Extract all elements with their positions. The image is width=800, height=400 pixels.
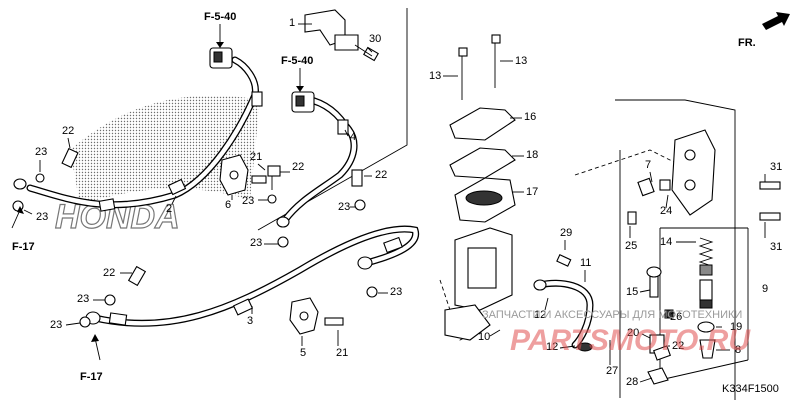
callout-28: 28 [626,376,638,388]
leader-line [665,315,669,319]
callouts: 1301313161817291110121272425313114915261… [12,11,782,388]
callout-21: 21 [336,347,348,359]
leader-line [23,209,33,215]
leader-line [641,333,651,339]
callout-6: 6 [225,199,231,211]
callout-16: 16 [524,111,536,123]
callout-22: 22 [292,161,304,173]
reference-f-5-40: F-5-40 [281,55,313,67]
cylinder-body [627,129,781,225]
clamp-5 [289,297,344,335]
leader-line [544,297,549,311]
brake-hose-3 [85,225,420,327]
callout-31: 31 [770,241,782,253]
callout-5: 5 [300,347,306,359]
callout-18: 18 [526,149,538,161]
reference-f-17: F-17 [80,371,103,383]
reservoir-hose-11 [533,254,594,352]
callout-22: 22 [672,340,684,352]
callout-19: 19 [730,321,742,333]
leader-line [665,194,669,209]
diagram-code: K334F1500 [722,383,779,395]
leader-line [559,345,576,349]
callout-3: 3 [247,315,253,327]
callout-2: 2 [166,203,172,215]
callout-12: 12 [546,341,558,353]
background-logo: HONDA [54,95,260,237]
callout-20: 20 [627,327,639,339]
callout-23: 23 [250,237,262,249]
callout-23: 23 [36,211,48,223]
callout-15: 15 [626,286,638,298]
bracket-1 [304,9,379,62]
callout-23: 23 [77,293,89,305]
callout-12: 12 [534,309,546,321]
piston-kit-9 [646,237,716,359]
callout-13: 13 [429,70,441,82]
brake-hose-2 [13,47,263,212]
clamp-6 [219,154,281,196]
reference-f-17: F-17 [12,241,35,253]
reference-arrows [11,24,304,361]
front-label: FR. [738,37,756,49]
leader-line [65,322,81,326]
leader-line [171,195,177,205]
callout-24: 24 [660,205,672,217]
callout-31: 31 [770,161,782,173]
callout-23: 23 [390,286,402,298]
leader-line [67,137,71,149]
leader-line [489,329,501,337]
reference-f-5-40: F-5-40 [204,11,236,23]
leader-line [257,163,266,171]
callout-23: 23 [35,146,47,158]
callout-22: 22 [103,267,115,279]
callout-13: 13 [515,55,527,67]
callout-10: 10 [478,331,490,343]
callout-23: 23 [50,319,62,331]
front-arrow-icon: FR. [738,12,790,49]
callout-4: 4 [350,131,356,143]
left-fittings [12,147,378,328]
callout-23: 23 [242,195,254,207]
callout-26: 26 [670,311,682,323]
callout-14: 14 [660,236,672,248]
brake-hose-4 [276,91,358,228]
callout-25: 25 [625,240,637,252]
callout-22: 22 [375,169,387,181]
leader-line [649,171,653,183]
leader-line [639,289,651,293]
pushrod-parts [609,309,674,385]
leader-line [639,377,653,383]
callout-1: 1 [289,17,295,29]
callout-8: 8 [735,344,741,356]
callout-23: 23 [338,201,350,213]
leader-line [367,47,373,53]
master-cylinder-stack [444,34,516,341]
callout-29: 29 [560,227,572,239]
callout-9: 9 [762,283,768,295]
callout-11: 11 [580,257,591,269]
callout-22: 22 [62,125,74,137]
watermark-logo: PARTSMOTO.RU [510,324,751,357]
callout-21: 21 [250,151,262,163]
callout-27: 27 [606,365,618,377]
watermark-text: ЗАПЧАСТИ И АКСЕССУАРЫ ДЛЯ МОТОТЕХНИКИ [482,309,742,321]
callout-17: 17 [526,186,538,198]
callout-30: 30 [369,33,381,45]
callout-7: 7 [645,159,651,171]
leader-line [344,129,349,137]
